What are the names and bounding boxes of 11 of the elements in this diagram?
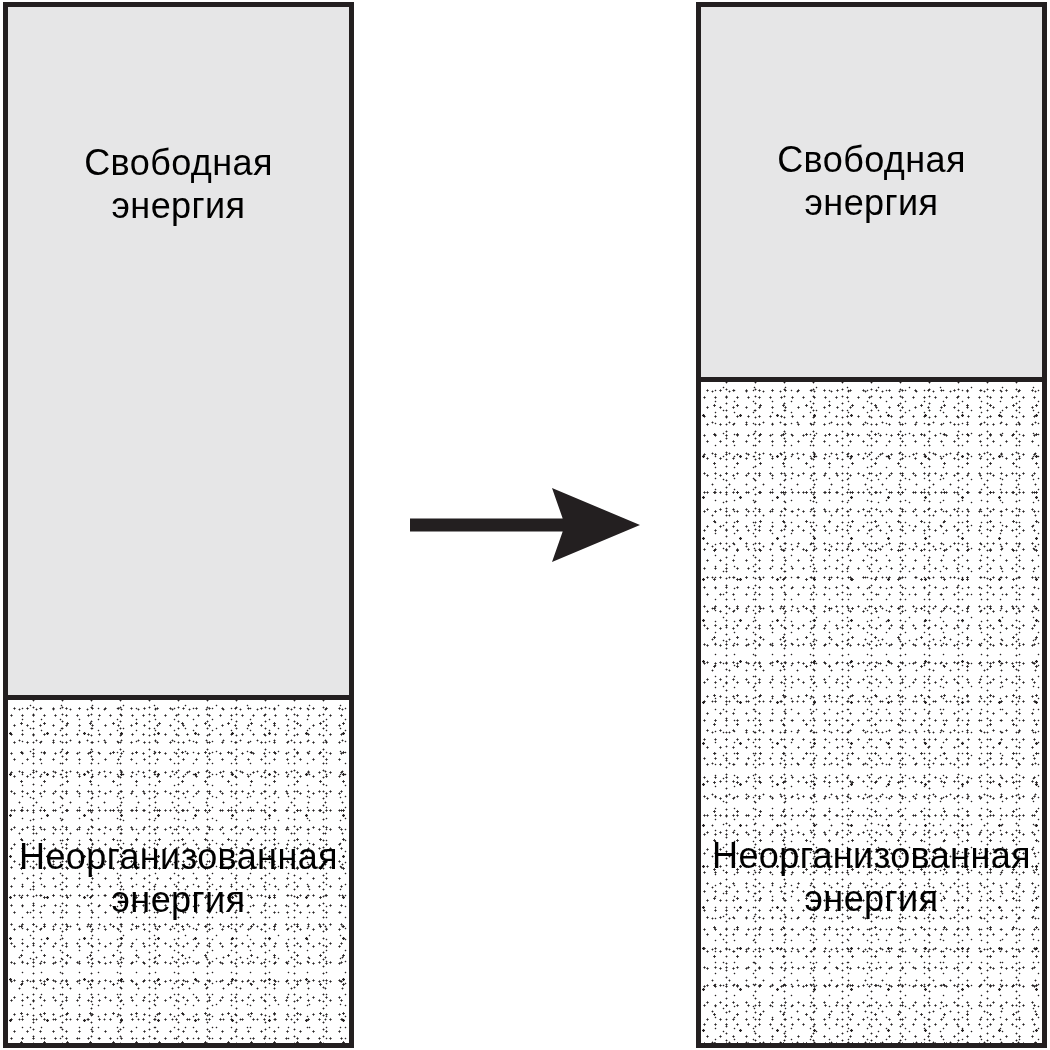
block-label: Свободная энергия [776, 138, 967, 224]
block-label: Неорганизованная энергия [18, 835, 339, 921]
energy-block [701, 7, 1042, 382]
energy-column [3, 2, 354, 1048]
stippled-energy-block [701, 382, 1042, 1043]
energy-block [8, 7, 349, 700]
energy-column [696, 2, 1047, 1048]
block-label: Свободная энергия [83, 141, 274, 227]
block-label: Неорганизованная энергия [711, 834, 1032, 920]
stippled-energy-block [8, 700, 349, 1043]
arrow [410, 488, 640, 562]
